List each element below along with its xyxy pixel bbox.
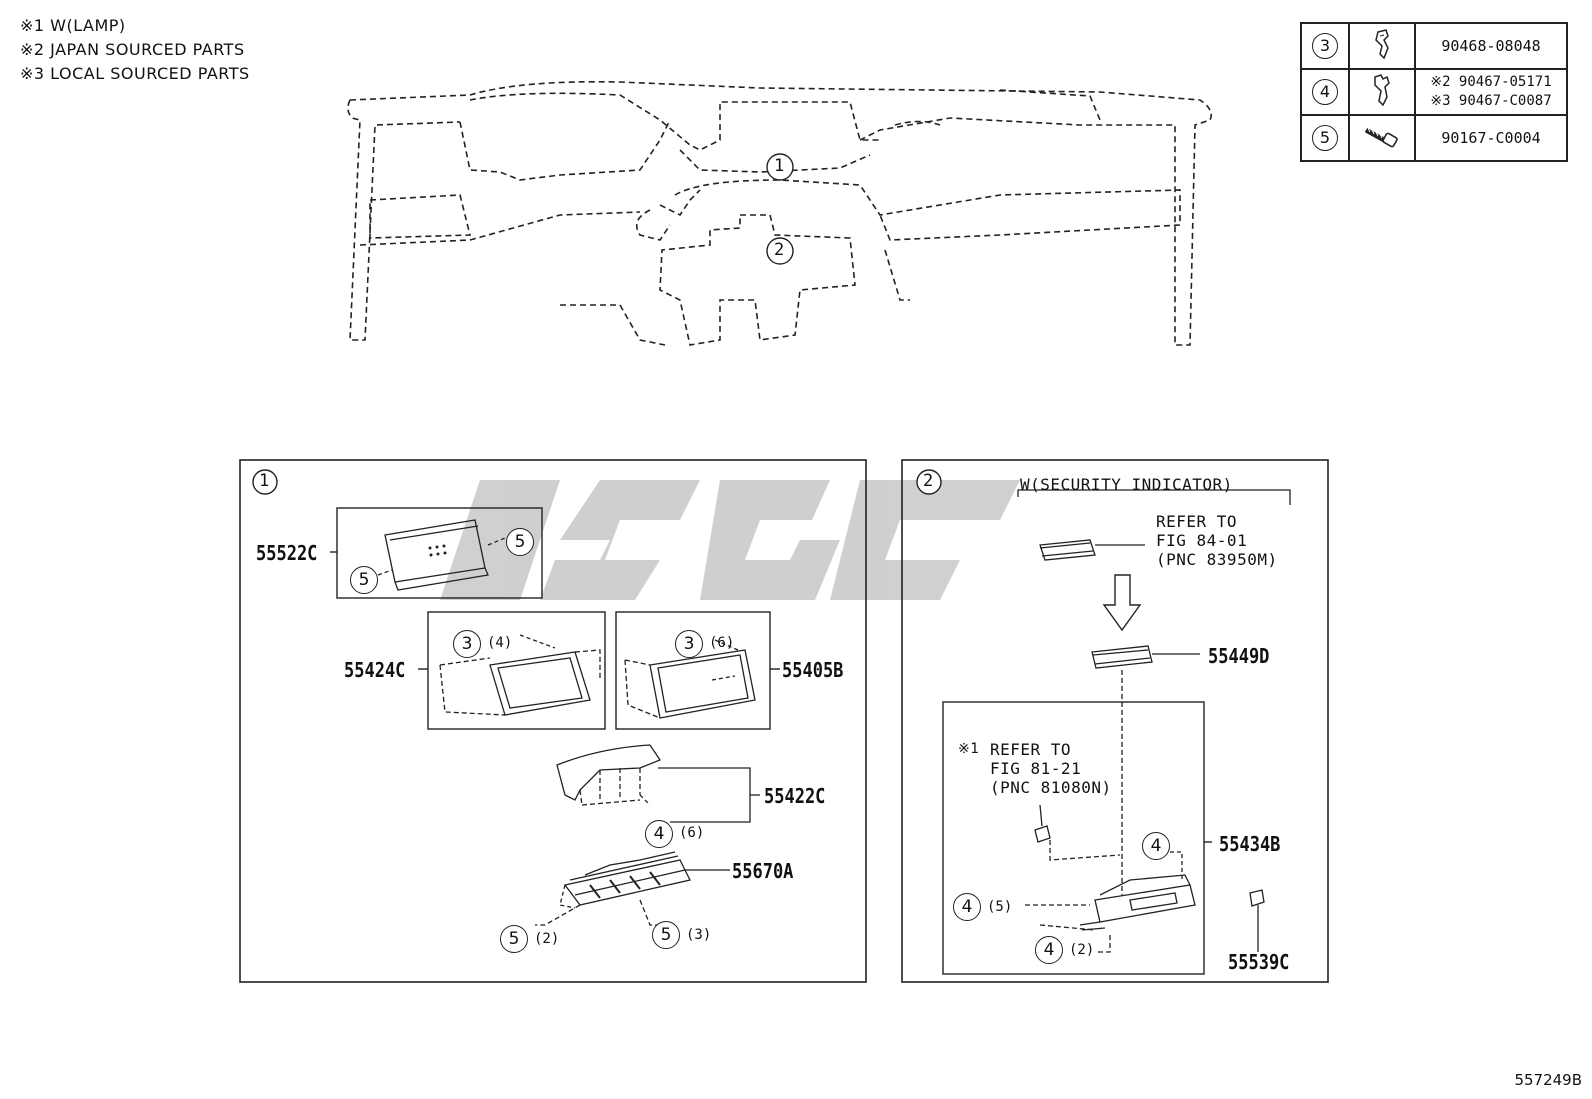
callout-3: 3 <box>675 630 703 658</box>
refer-line: FIG 81-21 <box>990 759 1082 778</box>
ref-circle: 3 <box>1312 33 1338 59</box>
part-55424C: 55424C <box>344 658 406 682</box>
bracket-55405B <box>624 639 756 719</box>
lamp-socket <box>1034 804 1121 861</box>
part-55670A: 55670A <box>732 859 794 883</box>
callout-4: 4 <box>645 820 673 848</box>
ref-circle: 5 <box>1312 125 1338 151</box>
clip-part-number: 90167-C0004 <box>1414 114 1568 162</box>
callout-2: 2 <box>774 240 785 260</box>
qty: (6) <box>679 825 705 841</box>
qty: (3) <box>686 927 712 943</box>
clip-part-number: ※2 90467-05171 <box>1430 74 1552 90</box>
qty: (4) <box>487 635 513 651</box>
clip-row: 5 90167-C0004 <box>1300 114 1568 162</box>
group-label: W(SECURITY INDICATOR) <box>1020 475 1233 494</box>
refer-note-2: REFER TO FIG 81-21 (PNC 81080N) <box>990 740 1112 797</box>
panel-1-frame <box>239 459 867 983</box>
clip-row: 3 90468-08048 <box>1300 22 1568 70</box>
clip-part-number: 90468-08048 <box>1414 22 1568 70</box>
down-arrow <box>1102 574 1142 632</box>
callout-5: 5 <box>350 566 378 594</box>
garnish-55422C <box>556 744 760 823</box>
part-55405B: 55405B <box>782 658 844 682</box>
qty: (6) <box>709 635 735 651</box>
bracket-55424C <box>439 634 601 716</box>
clip-icon <box>1374 74 1390 107</box>
panel-2-frame <box>901 459 1329 983</box>
console-panel-55434B <box>1025 851 1196 953</box>
dashboard-callout-2 <box>766 237 794 265</box>
callout-4: 4 <box>953 893 981 921</box>
figure-number: 557249B <box>1514 1071 1582 1089</box>
refer-line: FIG 84-01 <box>1156 531 1248 550</box>
part-55522C: 55522C <box>256 541 318 565</box>
screw-icon <box>1364 127 1398 148</box>
clip-icon <box>1375 29 1389 60</box>
clip-55539C <box>1249 889 1265 952</box>
callout-5: 5 <box>652 921 680 949</box>
callout-3: 3 <box>453 630 481 658</box>
heater-control-55670A <box>535 851 730 926</box>
callout-5: 5 <box>506 528 534 556</box>
refer-line: (PNC 83950M) <box>1156 550 1278 569</box>
notes-legend: ※1 W(LAMP) ※2 JAPAN SOURCED PARTS ※3 LOC… <box>20 14 250 86</box>
panel-1-number: 1 <box>259 471 270 491</box>
refer-line: REFER TO <box>990 740 1072 759</box>
refer-note-1: REFER TO FIG 84-01 (PNC 83950M) <box>1156 512 1278 569</box>
callout-1: 1 <box>774 156 785 176</box>
panel-2-number: 2 <box>923 471 934 491</box>
part-55449D: 55449D <box>1208 644 1270 668</box>
clip-row: 4 ※2 90467-05171 ※3 90467-C0087 <box>1300 68 1568 116</box>
dashboard-callout-1 <box>766 153 794 181</box>
note-2: ※2 JAPAN SOURCED PARTS <box>20 40 245 59</box>
note-3: ※3 LOCAL SOURCED PARTS <box>20 64 250 83</box>
refer-line: (PNC 81080N) <box>990 778 1112 797</box>
ref-circle: 4 <box>1312 79 1338 105</box>
watermark-logo <box>440 480 1020 600</box>
qty: (2) <box>534 931 560 947</box>
instrument-panel-outline <box>347 80 1213 346</box>
part-55422C: 55422C <box>764 784 826 808</box>
clip-table: 3 90468-08048 4 ※2 90467-05171 ※3 90467-… <box>1300 22 1568 162</box>
indicator-lens-55449D <box>1091 645 1200 895</box>
refer-line: REFER TO <box>1156 512 1238 531</box>
part-55434B: 55434B <box>1219 832 1281 856</box>
security-indicator <box>1039 539 1145 561</box>
qty: (5) <box>987 899 1013 915</box>
note-1: ※1 W(LAMP) <box>20 16 126 35</box>
clock-panel <box>377 519 506 591</box>
refer-mark: ※1 <box>958 741 980 757</box>
callout-5: 5 <box>500 925 528 953</box>
callout-4: 4 <box>1142 832 1170 860</box>
qty: (2) <box>1069 942 1095 958</box>
callout-4: 4 <box>1035 936 1063 964</box>
clip-part-number-alt: ※3 90467-C0087 <box>1430 93 1552 109</box>
part-55539C: 55539C <box>1228 950 1290 974</box>
